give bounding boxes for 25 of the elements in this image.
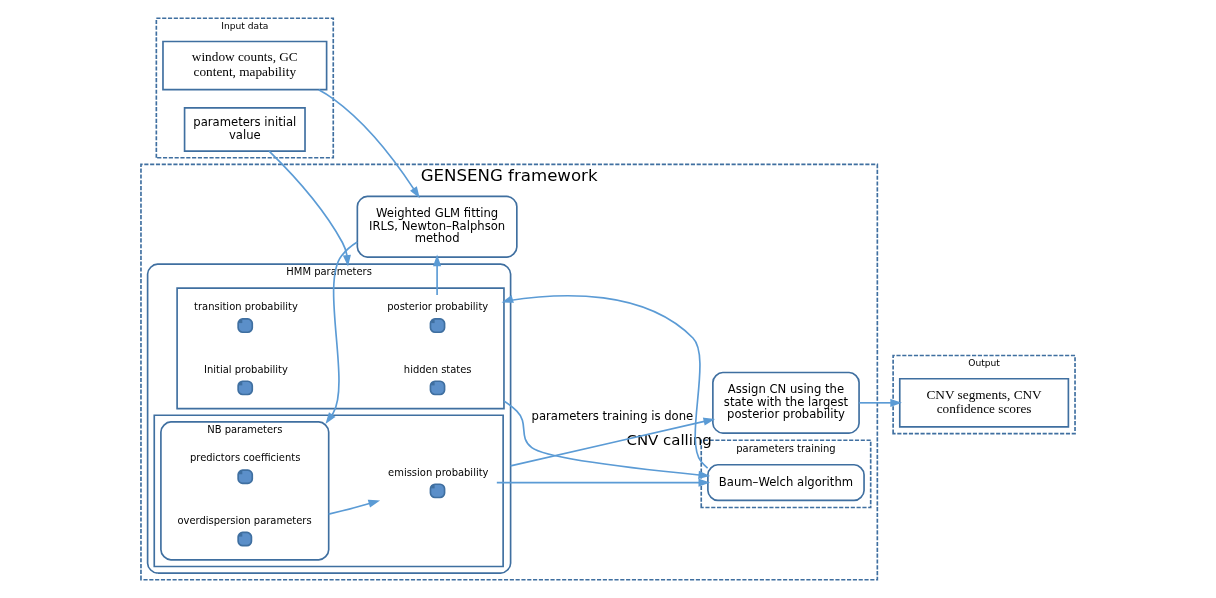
arrow <box>327 499 381 515</box>
node-label: overdispersion parameters <box>177 514 312 526</box>
node-box: Assign CN using the state with the largest posterior probability <box>712 371 860 434</box>
node-box: Baum–Welch algorithm <box>707 463 865 502</box>
node-label: transition probability <box>194 301 298 313</box>
arrow <box>858 398 902 407</box>
cluster <box>176 287 505 410</box>
node-box: Weighted GLM fitting IRLS, Newton–Ralphson method <box>356 195 518 258</box>
arrow <box>317 88 420 199</box>
node-box: CNV segments, CNV confidence scores <box>898 377 1070 428</box>
arrow <box>501 294 709 469</box>
node-box: window counts, GC content, mapability <box>162 40 328 91</box>
node-label: predictors coefficients <box>189 452 301 464</box>
node-label: hidden states <box>403 363 472 375</box>
arrow <box>325 241 359 424</box>
arrow <box>496 478 711 487</box>
arrow <box>433 254 442 296</box>
node-label: emission probability <box>388 466 489 478</box>
node-label: posterior probability <box>387 301 489 313</box>
arrow <box>503 400 711 479</box>
arrow <box>268 150 351 267</box>
edge-label: parameters training is done <box>531 409 694 424</box>
node-box: parameters initial value <box>183 107 306 152</box>
arrow <box>509 417 716 467</box>
node-label: Initial probability <box>204 363 288 375</box>
